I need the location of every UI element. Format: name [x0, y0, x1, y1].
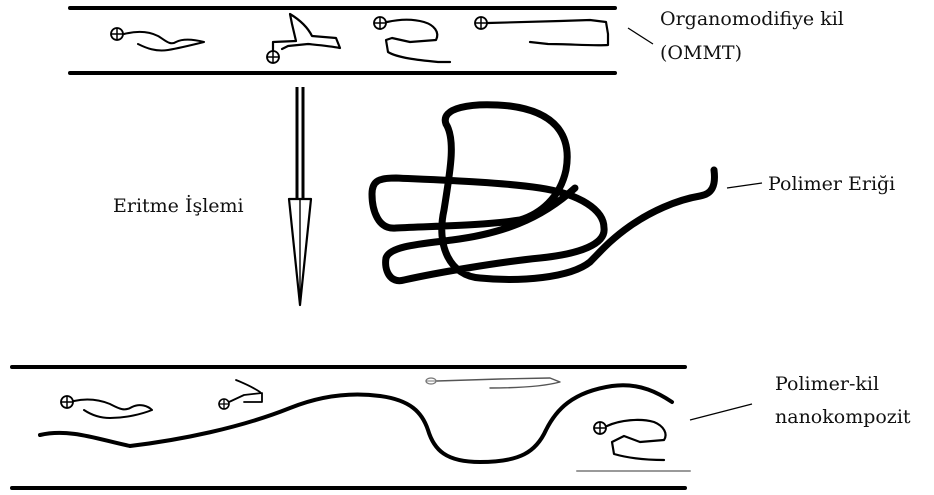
polymer-melt-coil — [372, 105, 714, 281]
surfactant-molecule — [111, 28, 204, 51]
ommt-leader-line — [628, 28, 653, 44]
surfactant-molecule — [594, 420, 666, 460]
surfactant-molecule — [61, 396, 152, 418]
polymer-chain — [40, 385, 672, 462]
surfactant-molecule — [267, 14, 340, 63]
nanocomposite-label-line2: nanokompozit — [775, 406, 911, 428]
surfactant-molecule — [426, 378, 560, 388]
ommt-clay-layers — [70, 8, 615, 73]
surfactant-molecule — [219, 380, 262, 409]
melt-leader-line — [727, 183, 762, 188]
process-arrow — [289, 87, 311, 305]
ommt-label-line2: (OMMT) — [660, 42, 742, 64]
ommt-label-line1: Organomodifiye kil — [660, 8, 844, 30]
surfactant-molecule — [374, 17, 450, 62]
nanocomposite-label-line1: Polimer-kil — [775, 373, 879, 395]
melt-label: Polimer Eriği — [768, 173, 895, 195]
surfactant-molecule — [475, 17, 608, 45]
nanocomposite-layers — [12, 367, 690, 488]
nanocomposite-leader-line — [690, 404, 752, 420]
process-label: Eritme İşlemi — [113, 194, 244, 217]
